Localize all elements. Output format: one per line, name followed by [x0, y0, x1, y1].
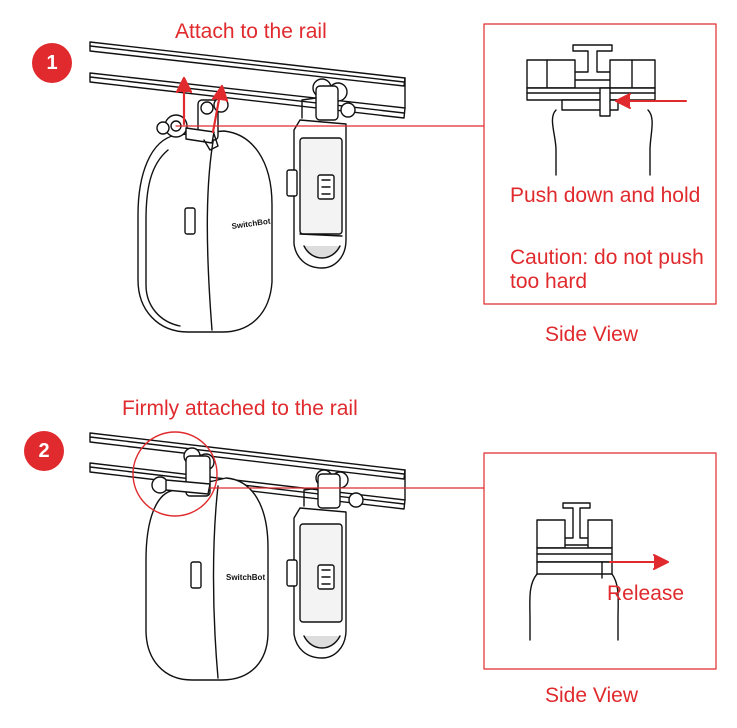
step-2-side-view-box [483, 452, 717, 670]
step-2-side-view-drawing [529, 502, 619, 641]
step-1-side-view-drawing [526, 44, 656, 176]
step-1-caution-text: Caution: do not push too hard [510, 246, 704, 293]
step-2-badge: 2 [24, 431, 64, 471]
step-1-bot-front [137, 97, 273, 333]
step-2-bot-back [286, 469, 364, 659]
step-1-side-view-label: Side View [545, 323, 639, 346]
step-1-title: Attach to the rail [175, 20, 327, 43]
step-2-brand-label: SwitchBot [226, 573, 265, 582]
step-1-lift-arrows [175, 76, 229, 134]
step-1-badge: 1 [32, 43, 72, 83]
step-2-highlight-circle [132, 431, 218, 517]
step-1-push-text: Push down and hold [510, 184, 701, 207]
step-2-release-arrow [609, 554, 669, 570]
step-2-release-text: Release [607, 582, 685, 605]
step-1-rail [89, 41, 406, 119]
step-1-side-view-box [483, 23, 717, 305]
step-2-title: Firmly attached to the rail [122, 397, 358, 420]
step-2-side-view-label: Side View [545, 684, 639, 707]
step-2-bot-front [145, 447, 269, 681]
step-1-push-arrow [615, 93, 687, 109]
step-1-bot-back [286, 78, 356, 269]
step-2-number: 2 [38, 439, 50, 462]
step-1-number: 1 [46, 51, 58, 74]
